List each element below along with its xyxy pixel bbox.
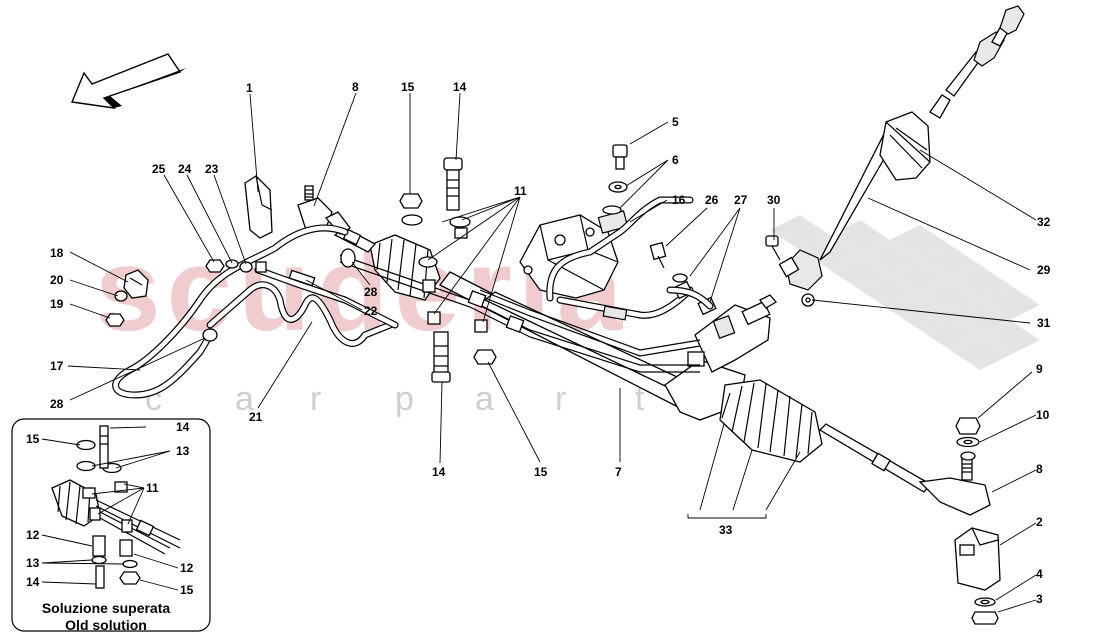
svg-text:a: a xyxy=(475,380,494,418)
inset-callout-13-lower: 13 xyxy=(26,556,40,570)
callout-3: 3 xyxy=(1036,592,1043,606)
callout-15-lower: 15 xyxy=(534,465,548,479)
callout-19: 19 xyxy=(50,297,64,311)
tie-rod-end-left xyxy=(297,185,351,235)
boot-cover-right xyxy=(954,527,1001,591)
checkered-flag-watermark xyxy=(770,215,1040,370)
callout-33: 33 xyxy=(719,523,733,537)
callout-30: 30 xyxy=(767,193,781,207)
callout-16: 16 xyxy=(672,193,686,207)
callout-31: 31 xyxy=(1037,316,1051,330)
inset-callout-11: 11 xyxy=(146,481,159,495)
callout-15: 15 xyxy=(401,80,415,94)
inset-callout-14-lower: 14 xyxy=(26,575,40,589)
callout-11: 11 xyxy=(514,184,527,198)
callout-18: 18 xyxy=(50,246,64,260)
bolt-14-top xyxy=(443,157,463,211)
callout-21: 21 xyxy=(249,410,263,424)
callout-7: 7 xyxy=(615,465,622,479)
inset-callout-15-right: 15 xyxy=(180,583,194,597)
svg-text:p: p xyxy=(395,380,414,418)
callout-20: 20 xyxy=(50,273,64,287)
inset-callout-15: 15 xyxy=(26,432,40,446)
rigid-pipe-21-22 xyxy=(206,266,399,347)
callout-32: 32 xyxy=(1037,215,1051,229)
svg-text:a: a xyxy=(235,380,254,418)
nut-washer-9-10 xyxy=(955,417,981,448)
nuts-15-11-top xyxy=(399,193,497,365)
callout-24: 24 xyxy=(178,162,192,176)
svg-text:r: r xyxy=(555,380,566,418)
inset-callout-12-right: 12 xyxy=(180,561,194,575)
bolt-5-washers-6 xyxy=(602,144,628,215)
callouts: 1 8 15 14 5 6 11 16 26 27 30 32 25 24 23… xyxy=(50,80,1051,606)
callout-23: 23 xyxy=(205,162,219,176)
bolt-14-bottom xyxy=(431,331,451,383)
inset-callout-12: 12 xyxy=(26,528,40,542)
callout-26: 26 xyxy=(705,193,719,207)
svg-text:t: t xyxy=(635,380,645,418)
inset-caption-english: Old solution xyxy=(65,617,147,633)
callout-25: 25 xyxy=(152,162,166,176)
inset-leaders xyxy=(41,426,179,591)
pump-pipes xyxy=(546,196,694,321)
inset-caption-italian: Soluzione superata xyxy=(42,600,171,616)
steering-column xyxy=(819,5,1025,261)
callout-6: 6 xyxy=(672,153,679,167)
universal-joint xyxy=(765,235,823,307)
boot-cover-left xyxy=(244,175,273,239)
inset-drawing xyxy=(51,425,181,589)
tie-rod-end-right xyxy=(918,451,991,516)
inset-callout-13: 13 xyxy=(176,444,190,458)
direction-arrow-icon xyxy=(71,53,186,109)
callout-28: 28 xyxy=(364,285,378,299)
callout-17: 17 xyxy=(50,359,64,373)
callout-14: 14 xyxy=(453,80,467,94)
callout-9: 9 xyxy=(1036,362,1043,376)
callout-10: 10 xyxy=(1036,408,1050,422)
hose-17 xyxy=(112,224,356,399)
callout-8: 8 xyxy=(352,80,359,94)
callout-14-lower: 14 xyxy=(432,465,446,479)
callout-5: 5 xyxy=(672,115,679,129)
washers-3-4 xyxy=(971,597,999,625)
callout-2: 2 xyxy=(1036,515,1043,529)
callout-22: 22 xyxy=(364,304,378,318)
callout-8-right: 8 xyxy=(1036,462,1043,476)
callout-1: 1 xyxy=(246,81,253,95)
leader-lines xyxy=(67,92,1037,613)
inset-old-solution: 15 14 13 11 12 13 12 14 15 Soluzione sup… xyxy=(11,418,211,633)
watermark-sub: car par ts xyxy=(145,380,717,418)
callout-27: 27 xyxy=(734,193,748,207)
bellows-right xyxy=(719,379,823,463)
inset-callout-14: 14 xyxy=(176,420,190,434)
callout-28-lower: 28 xyxy=(50,397,64,411)
svg-text:r: r xyxy=(310,380,321,418)
small-fasteners-left xyxy=(105,259,267,327)
callout-4: 4 xyxy=(1036,567,1043,581)
fittings-26-27 xyxy=(649,241,717,316)
callout-29: 29 xyxy=(1037,263,1051,277)
